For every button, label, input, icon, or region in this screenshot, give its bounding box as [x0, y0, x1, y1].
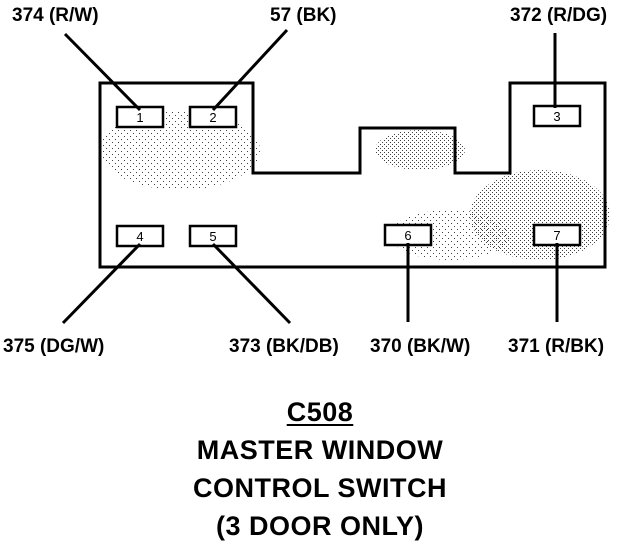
pin-1-number: 1 — [136, 110, 143, 125]
leader-lines — [61, 28, 559, 325]
connector-body-outline — [98, 81, 607, 269]
title-line-3: (3 DOOR ONLY) — [215, 511, 425, 541]
pin-3-cavity: 3 — [532, 104, 582, 128]
pin-3-circuit-label: 372 (R/DG) — [510, 5, 607, 26]
pin-1-cavity: 1 — [115, 105, 165, 129]
pin-1-leader — [63, 32, 142, 112]
pin-4-circuit-label: 375 (DG/W) — [3, 336, 104, 357]
pin-2-circuit-label: 57 (BK) — [270, 5, 337, 26]
pin-7-circuit-label: 371 (R/BK) — [508, 336, 604, 357]
pin-2-number: 2 — [209, 110, 216, 125]
pin-4-number: 4 — [136, 229, 143, 244]
title-line-1: MASTER WINDOW — [196, 435, 444, 465]
pin-cavities: 1 2 3 4 5 6 7 — [115, 104, 582, 248]
pin-4-cavity: 4 — [115, 224, 165, 248]
connector-shading — [100, 110, 610, 260]
pin-6-circuit-label: 370 (BK/W) — [370, 336, 470, 357]
pin-5-circuit-label: 373 (BK/DB) — [229, 336, 339, 357]
circuit-labels: 374 (R/W) 57 (BK) 372 (R/DG) 375 (DG/W) … — [3, 5, 607, 357]
pin-7-number: 7 — [553, 228, 560, 243]
title-line-2: CONTROL SWITCH — [193, 473, 447, 503]
pin-4-leader — [61, 242, 142, 325]
pin-1-circuit-label: 374 (R/W) — [12, 5, 99, 26]
pin-3-number: 3 — [553, 109, 560, 124]
pin-5-leader — [211, 242, 292, 325]
pin-6-cavity: 6 — [383, 223, 433, 247]
pin-2-leader — [211, 28, 289, 112]
connector-code: C508 — [286, 397, 354, 427]
pin-5-cavity: 5 — [188, 224, 238, 248]
connector-title-block: C508 MASTER WINDOW CONTROL SWITCH (3 DOO… — [0, 393, 640, 545]
pin-7-cavity: 7 — [532, 223, 582, 247]
pin-5-number: 5 — [209, 229, 216, 244]
pin-2-cavity: 2 — [188, 105, 238, 129]
pin-6-number: 6 — [404, 228, 411, 243]
